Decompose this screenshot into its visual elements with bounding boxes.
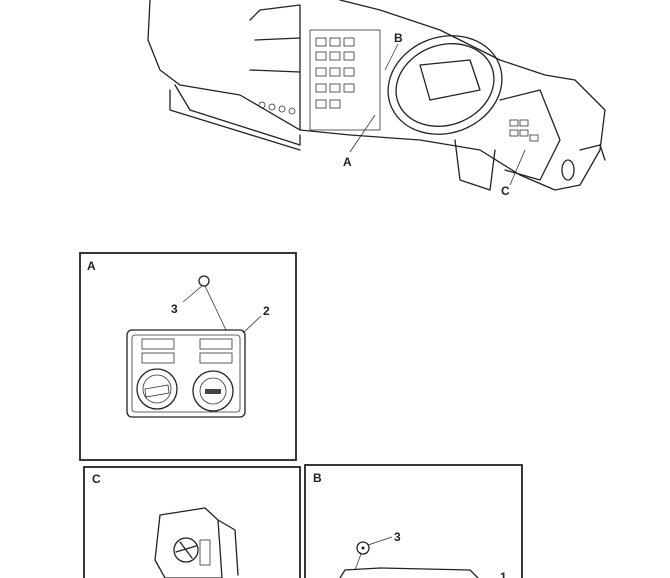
callout-3: 3 — [394, 530, 401, 544]
callout-3: 3 — [171, 302, 178, 316]
leader-line-b — [384, 43, 399, 71]
switch-module-drawing — [154, 507, 239, 578]
callout-a: A — [343, 155, 352, 169]
screw-icon — [198, 275, 210, 287]
detail-b-title: B — [313, 471, 322, 485]
dashboard-overview-drawing: A B C — [147, 0, 606, 198]
screw-icon — [356, 541, 370, 555]
callout-1: 1 — [500, 570, 507, 578]
leader-line-a — [349, 114, 376, 153]
detail-panel-b: B 3 1 — [304, 464, 523, 578]
detail-a-title: A — [87, 259, 96, 273]
climate-control-panel — [126, 329, 246, 418]
leader-line-c — [509, 149, 526, 186]
control-unit-drawing — [339, 567, 479, 578]
detail-panel-a: A 3 2 — [79, 252, 297, 461]
detail-panel-c: C — [83, 466, 301, 578]
callout-b: B — [394, 31, 403, 45]
callout-2: 2 — [263, 304, 270, 318]
detail-c-title: C — [92, 472, 101, 486]
callout-c: C — [501, 184, 510, 198]
